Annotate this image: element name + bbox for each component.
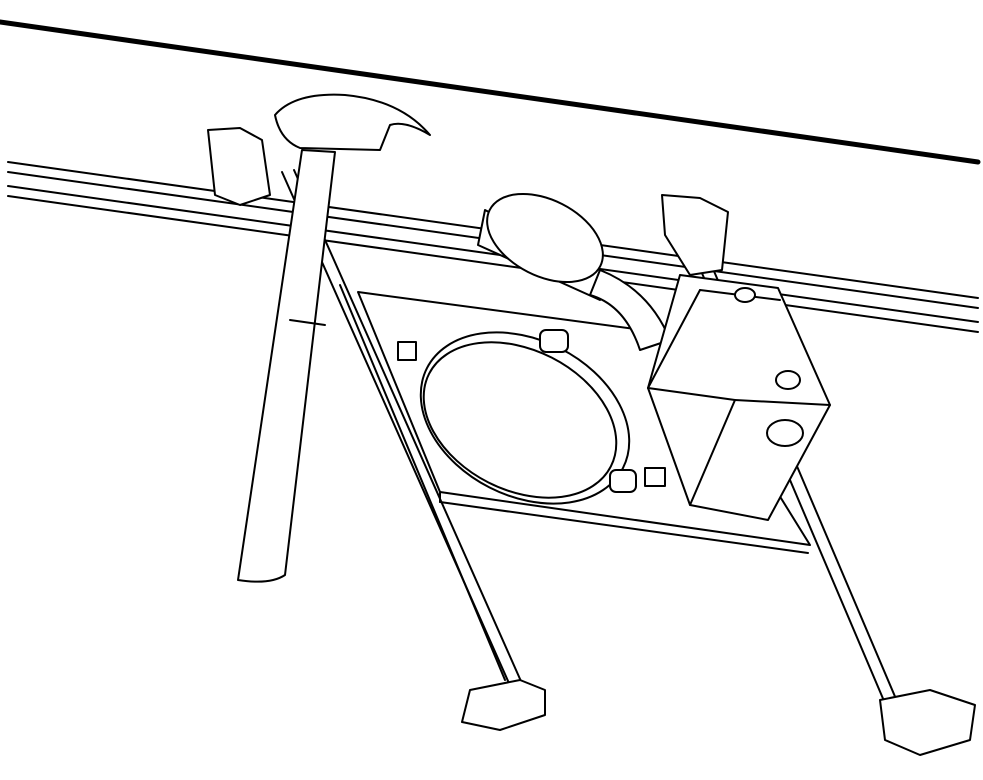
right-bottom-clip bbox=[879, 689, 976, 756]
knockout bbox=[734, 287, 756, 303]
hammer bbox=[237, 93, 431, 583]
ceiling-line bbox=[0, 19, 981, 165]
left-top-clip bbox=[207, 127, 271, 206]
junction-box bbox=[647, 274, 831, 521]
knockout bbox=[766, 419, 804, 447]
housing-cylinder bbox=[477, 192, 604, 301]
knockout bbox=[775, 370, 801, 390]
housing-ring bbox=[397, 329, 666, 505]
right-top-clip bbox=[661, 194, 729, 276]
left-bottom-clip bbox=[461, 679, 546, 731]
